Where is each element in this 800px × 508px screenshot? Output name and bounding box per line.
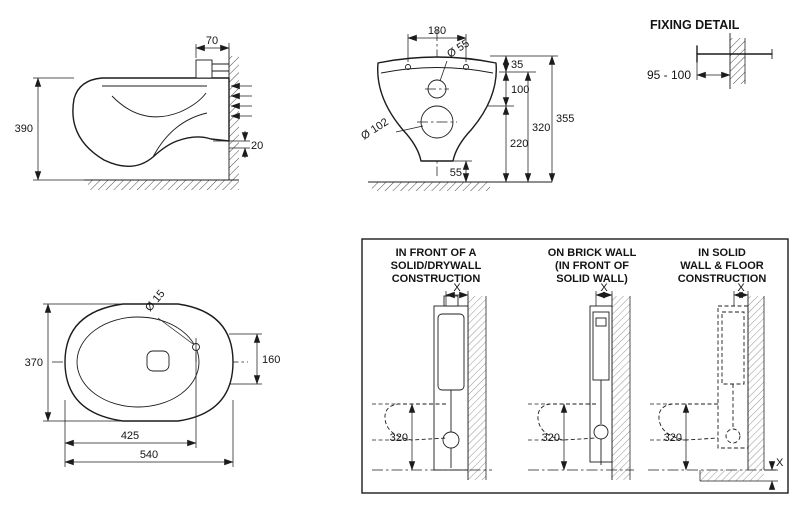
dim-label-220: 220 <box>510 138 528 150</box>
fixing-hole-left <box>405 64 411 70</box>
dim-label-70: 70 <box>206 35 218 47</box>
installation-box-border <box>361 238 789 494</box>
dim-x-bottom: X <box>764 457 784 490</box>
wall-hatch <box>612 296 630 480</box>
dim-label-320: 320 <box>532 122 550 134</box>
outlet-bend <box>593 424 609 440</box>
dim-label-370: 370 <box>25 357 43 369</box>
toilet-side-outline <box>72 77 230 167</box>
outlet-bend <box>442 431 460 449</box>
dim-label-320: 320 <box>542 432 560 444</box>
installation-diagrams: IN FRONT OF A SOLID/DRYWALL CONSTRUCTION… <box>361 238 789 494</box>
dim-label-x: X <box>453 282 461 294</box>
toilet-dashed-outline <box>537 403 597 441</box>
panel2-title-line2: (IN FRONT OF <box>555 260 629 272</box>
trap-line <box>152 112 208 158</box>
install-panel-solid-wall-floor: IN SOLID WALL & FLOOR CONSTRUCTION X 320 <box>648 247 784 490</box>
dim-320: 320 <box>390 403 416 471</box>
dim-label-20: 20 <box>251 140 263 152</box>
wall-hatch <box>730 38 745 84</box>
fixing-detail-drawing: FIXING DETAIL 95 - 100 <box>647 18 773 89</box>
dim-320: 320 <box>542 403 568 471</box>
dim-label-320: 320 <box>664 432 682 444</box>
cistern <box>437 313 465 391</box>
dim-label-180: 180 <box>428 25 446 37</box>
toilet-front-outline <box>377 56 497 162</box>
panel1-title-line3: CONSTRUCTION <box>392 273 481 285</box>
panel3-title-line1: IN SOLID <box>698 247 746 259</box>
dim-160: 160 <box>229 333 280 385</box>
floor-hatch <box>700 470 764 481</box>
mounting-frame-dashed <box>717 305 749 449</box>
bowl-opening <box>76 316 200 408</box>
dim-label-x: X <box>737 282 745 294</box>
fixing-detail-title: FIXING DETAIL <box>650 18 740 32</box>
front-view-drawing: 180 Ø 55 Ø 102 35 100 220 320 355 55 <box>359 25 574 191</box>
toilet-dashed-outline <box>658 403 719 441</box>
dim-55-floor-gap: 55 <box>450 160 472 183</box>
dim-label-55: 55 <box>450 167 462 179</box>
dim-label-hole-102: Ø 102 <box>359 116 391 142</box>
dim-label-320: 320 <box>390 432 408 444</box>
floor-hatch <box>88 180 239 190</box>
dim-x-top: X <box>595 282 613 306</box>
dim-label-x-bottom: X <box>776 457 784 469</box>
dim-95-100: 95 - 100 <box>647 62 731 82</box>
dim-label-355: 355 <box>556 113 574 125</box>
side-view-drawing: 70 390 20 <box>15 35 263 190</box>
dim-x-top: X <box>733 282 749 306</box>
connection-leader-arrows <box>230 82 252 120</box>
wall-hatch <box>229 56 239 180</box>
dim-label-425: 425 <box>121 430 139 442</box>
panel3-title-line3: CONSTRUCTION <box>678 273 767 285</box>
dim-20: 20 <box>213 131 263 158</box>
dim-label-35: 35 <box>511 59 523 71</box>
flush-opening <box>146 350 170 372</box>
panel3-title-line2: WALL & FLOOR <box>680 260 764 272</box>
install-panel-brick-wall: ON BRICK WALL (IN FRONT OF SOLID WALL) X <box>528 247 637 480</box>
toilet-dashed-outline <box>384 403 447 441</box>
dim-370: 370 <box>25 303 121 422</box>
floor-hatch <box>372 182 490 191</box>
flush-pipe <box>195 59 213 79</box>
dim-180: 180 <box>407 25 467 62</box>
top-view-drawing: Ø 15 370 160 425 540 <box>25 288 280 467</box>
panel2-title-line3: SOLID WALL) <box>556 273 628 285</box>
dim-label-95-100: 95 - 100 <box>647 68 691 82</box>
dim-425-540: 425 540 <box>64 352 234 467</box>
wall-hatch <box>748 296 764 470</box>
dim-stack-right: 35 100 220 320 355 <box>488 55 574 183</box>
dim-label-hole-55: Ø 55 <box>445 37 472 60</box>
outlet-bend-dashed <box>725 428 741 444</box>
bowl-inner-line <box>111 92 207 118</box>
flush-valve <box>595 317 607 327</box>
leader-hole-102 <box>395 125 424 133</box>
panel1-title-line2: SOLID/DRYWALL <box>391 260 482 272</box>
dim-320: 320 <box>664 403 690 471</box>
wall-hatch <box>468 296 486 480</box>
dim-390: 390 <box>15 77 84 181</box>
dim-70: 70 <box>195 35 230 58</box>
dim-label-540: 540 <box>140 449 158 461</box>
dim-label-x: X <box>600 282 608 294</box>
dim-label-390: 390 <box>15 123 33 135</box>
dim-label-160: 160 <box>262 354 280 366</box>
fixing-hole-right <box>463 64 469 70</box>
seat-line <box>380 67 494 74</box>
install-panel-drywall: IN FRONT OF A SOLID/DRYWALL CONSTRUCTION… <box>372 247 492 480</box>
leader-hole-55 <box>439 60 448 82</box>
dim-x-top: X <box>445 282 469 306</box>
dim-label-100: 100 <box>511 84 529 96</box>
panel1-title-line1: IN FRONT OF A <box>396 247 477 259</box>
panel2-title-line1: ON BRICK WALL <box>548 247 637 259</box>
leader-hole-15 <box>157 317 194 345</box>
